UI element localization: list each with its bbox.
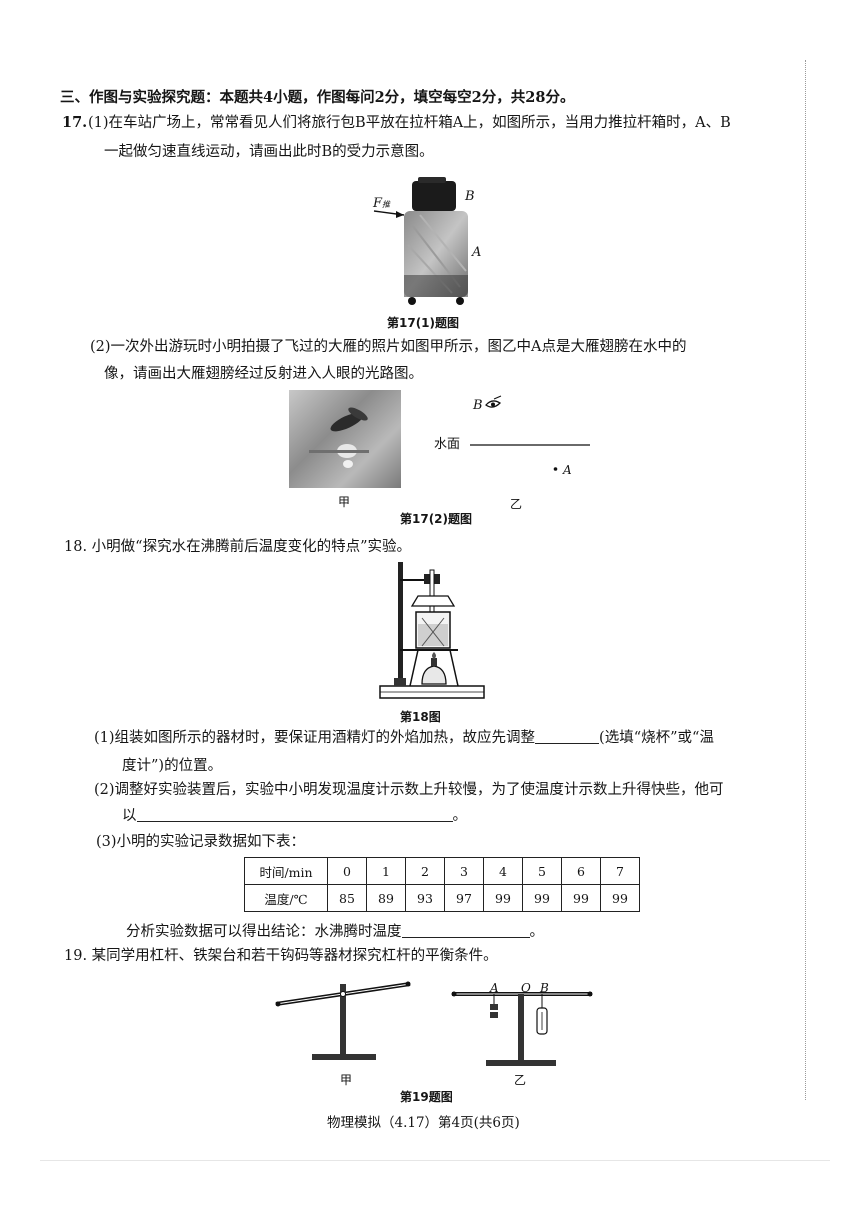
q17-part1-line2: 一起做匀速直线运动，请画出此时B的受力示意图。	[104, 144, 434, 160]
fig17-2-water-label: 水面	[434, 437, 461, 452]
q18-p1-answer-blank[interactable]	[535, 729, 600, 744]
table-cell: 4	[483, 857, 523, 885]
q18-title: 18. 小明做“探究水在沸腾前后温度变化的特点”实验。	[64, 539, 411, 555]
page-margin-dotted-line	[805, 60, 806, 1100]
page-bottom-edge	[40, 1160, 830, 1161]
q18-conclusion-text-b: 。	[529, 924, 545, 940]
q19-title: 19. 某同学用杠杆、铁架台和若干钩码等器材探究杠杆的平衡条件。	[64, 948, 498, 964]
table-cell: 85	[327, 884, 367, 912]
table-row: 时间/min 0 1 2 3 4 5 6 7	[244, 857, 640, 885]
fig17-1-force-label: F推	[373, 194, 390, 215]
q18-conclusion: 分析实验数据可以得出结论：水沸腾时温度 。	[126, 922, 544, 942]
q17-number: 17.	[62, 114, 88, 131]
q18-p2-line2: 以。	[122, 806, 467, 826]
table-cell: 6	[561, 857, 601, 885]
fig17-1-caption: 第17(1)题图	[387, 316, 460, 330]
q18-p2-line1: (2)调整好实验装置后，实验中小明发现温度计示数上升较慢，为了使温度计示数上升得…	[94, 782, 724, 798]
section-header: 三、作图与实验探究题：本题共4小题，作图每问2分，填空每空2分，共28分。	[60, 89, 575, 106]
fig19-label-b: B	[540, 981, 549, 995]
water-surface-line	[470, 444, 590, 446]
fig19-label-a: A	[490, 981, 499, 995]
q18-p2-answer-blank[interactable]	[136, 807, 453, 822]
q18-data-table: 时间/min 0 1 2 3 4 5 6 7 温度/℃ 85 89 93 97 …	[244, 857, 640, 912]
fig19-label-o: O	[521, 981, 531, 995]
point-a-dot	[553, 467, 558, 471]
fig17-1-label-b: B	[465, 189, 475, 204]
fig17-2-label-b: B	[473, 398, 483, 413]
q18-p3: (3)小明的实验记录数据如下表：	[96, 834, 306, 850]
fig18-boiling-apparatus	[379, 562, 485, 699]
fig18-caption: 第18图	[400, 710, 441, 724]
table-cell: 5	[522, 857, 562, 885]
table-header-time: 时间/min	[244, 857, 328, 885]
q17-part2-line2: 像，请画出大雁翅膀经过反射进入人眼的光路图。	[104, 366, 423, 382]
fig19-jia-lever-tilted	[275, 981, 411, 1060]
table-cell: 2	[405, 857, 445, 885]
table-cell: 99	[483, 884, 523, 912]
fig17-2-goose-photo	[289, 390, 401, 488]
q18-p1-text-b: (选填“烧杯”或“温	[599, 730, 714, 746]
table-header-temperature: 温度/℃	[244, 884, 328, 912]
q18-p1-line2: 度计”)的位置。	[122, 758, 223, 774]
fig19-yi: 乙	[514, 1073, 527, 1087]
fig19-caption: 第19题图	[400, 1090, 453, 1104]
fig17-1-luggage	[373, 177, 468, 305]
eye-icon	[485, 395, 502, 408]
fig19-jia: 甲	[340, 1073, 353, 1087]
table-cell: 99	[522, 884, 562, 912]
q18-p1-line1: (1)组装如图所示的器材时，要保证用酒精灯的外焰加热，故应先调整 (选填“烧杯”或…	[94, 728, 714, 748]
table-cell: 89	[366, 884, 406, 912]
fig17-2-label-a: A	[563, 463, 572, 477]
q17-part1-line1: (1)在车站广场上，常常看见人们将旅行包B平放在拉杆箱A上，如图所示，当用力推拉…	[88, 115, 731, 131]
q17-part2-line1: (2)一次外出游玩时小明拍摄了飞过的大雁的照片如图甲所示，图乙中A点是大雁翅膀在…	[90, 339, 687, 355]
page-footer: 物理模拟（4.17）第4页(共6页)	[327, 1115, 520, 1131]
fig17-1-label-a: A	[472, 245, 482, 260]
table-cell: 1	[366, 857, 406, 885]
q18-p2-text-b: 。	[452, 808, 468, 824]
table-cell: 97	[444, 884, 484, 912]
table-row: 温度/℃ 85 89 93 97 99 99 99 99	[244, 884, 640, 912]
q18-p2-text-a: 以	[122, 808, 137, 824]
table-cell: 93	[405, 884, 445, 912]
fig17-2-caption: 第17(2)题图	[400, 512, 473, 526]
q18-p1-text-a: (1)组装如图所示的器材时，要保证用酒精灯的外焰加热，故应先调整	[94, 730, 536, 746]
q18-conclusion-answer-blank[interactable]	[401, 923, 530, 938]
fig19-yi-lever-balanced	[451, 991, 593, 1066]
table-cell: 0	[327, 857, 367, 885]
table-cell: 7	[600, 857, 640, 885]
q18-conclusion-text-a: 分析实验数据可以得出结论：水沸腾时温度	[126, 924, 402, 940]
force-sub: 推	[382, 200, 391, 209]
table-cell: 99	[600, 884, 640, 912]
table-cell: 3	[444, 857, 484, 885]
fig17-2-jia: 甲	[338, 495, 351, 509]
force-f: F	[373, 196, 383, 211]
fig17-2-yi: 乙	[510, 497, 523, 511]
table-cell: 99	[561, 884, 601, 912]
